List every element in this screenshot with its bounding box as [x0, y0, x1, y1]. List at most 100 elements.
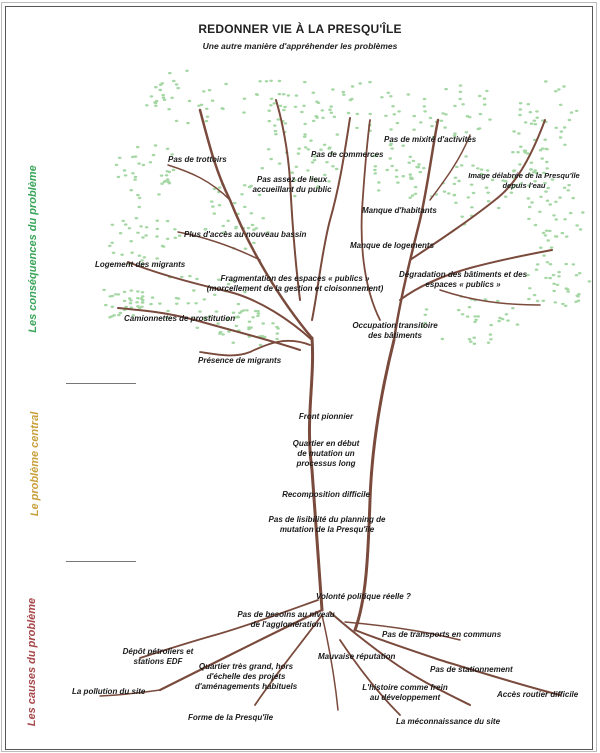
leaf-dot	[129, 299, 133, 302]
leaf-dot	[283, 122, 288, 125]
leaf-dot	[269, 97, 274, 101]
leaf-dot	[564, 287, 569, 290]
leaf-dot	[442, 190, 447, 193]
leaf-dot	[116, 293, 121, 296]
leaf-dot	[158, 88, 163, 92]
leaf-dot	[554, 126, 558, 129]
cause-label: Quartier très grand, hors d'échelle des …	[186, 662, 306, 692]
leaf-dot	[388, 143, 393, 147]
leaf-dot	[407, 161, 412, 164]
leaf-dot	[273, 124, 277, 127]
leaf-dot	[293, 194, 297, 198]
leaf-dot	[546, 239, 550, 242]
leaf-dot	[129, 289, 134, 292]
leaf-dot	[114, 163, 119, 167]
leaf-dot	[224, 82, 228, 86]
leaf-dot	[540, 147, 545, 150]
leaf-dot	[533, 223, 538, 227]
leaf-dot	[127, 297, 132, 300]
leaf-dot	[506, 319, 510, 322]
leaf-dot	[110, 305, 115, 308]
leaf-dot	[133, 178, 137, 181]
leaf-dot	[129, 240, 133, 243]
leaf-dot	[459, 164, 464, 167]
leaf-dot	[229, 279, 234, 282]
leaf-dot	[232, 201, 237, 205]
leaf-dot	[254, 93, 259, 96]
leaf-dot	[216, 322, 220, 325]
leaf-dot	[380, 96, 384, 99]
leaf-dot	[217, 186, 222, 189]
leaf-dot	[453, 132, 457, 135]
leaf-dot	[410, 177, 415, 180]
leaf-dot	[574, 274, 579, 277]
leaf-dot	[236, 316, 241, 319]
leaf-dot	[249, 212, 254, 215]
leaf-dot	[329, 105, 334, 108]
leaf-dot	[165, 170, 170, 173]
leaf-dot	[456, 308, 461, 312]
leaf-dot	[252, 241, 256, 245]
leaf-dot	[358, 82, 363, 85]
leaf-dot	[294, 165, 299, 168]
leaf-dot	[569, 111, 574, 114]
leaf-dot	[141, 299, 145, 302]
leaf-dot	[554, 218, 558, 221]
leaf-dot	[464, 131, 469, 134]
leaf-dot	[411, 159, 416, 163]
leaf-dot	[439, 119, 444, 123]
leaf-dot	[252, 228, 256, 231]
leaf-dot	[322, 143, 327, 146]
leaf-dot	[144, 234, 148, 237]
leaf-dot	[141, 163, 146, 167]
leaf-dot	[204, 119, 209, 123]
leaf-dot	[512, 130, 516, 133]
leaf-dot	[155, 257, 159, 260]
leaf-dot	[236, 302, 241, 306]
leaf-dot	[124, 305, 128, 308]
leaf-dot	[137, 254, 142, 257]
leaf-dot	[535, 263, 540, 266]
leaf-dot	[541, 299, 546, 302]
leaf-dot	[545, 167, 549, 170]
leaf-dot	[395, 121, 400, 125]
leaf-dot	[408, 155, 413, 158]
leaf-dot	[221, 107, 225, 111]
leaf-dot	[533, 169, 537, 172]
leaf-dot	[272, 102, 277, 105]
leaf-dot	[112, 314, 116, 317]
leaf-dot	[227, 330, 231, 333]
leaf-dot	[406, 93, 411, 96]
leaf-dot	[122, 290, 127, 294]
cause-label-text: Quartier très grand, hors d'échelle des …	[194, 662, 298, 691]
leaf-dot	[275, 332, 280, 335]
leaf-dot	[203, 318, 207, 321]
consequence-label: Camionnettes de prostitution	[124, 314, 236, 323]
leaf-dot	[325, 161, 329, 164]
leaf-dot	[293, 179, 297, 182]
leaf-dot	[159, 174, 164, 177]
leaf-dot	[187, 99, 192, 103]
leaf-dot	[458, 84, 463, 87]
leaf-dot	[277, 92, 282, 96]
leaf-dot	[136, 193, 140, 197]
leaf-dot	[198, 310, 202, 313]
leaf-dot	[401, 144, 406, 147]
leaf-dot	[567, 183, 571, 187]
leaf-dot	[141, 236, 145, 239]
leaf-dot	[323, 173, 327, 177]
leaf-dot	[266, 231, 270, 234]
leaf-dot	[529, 122, 534, 125]
consequence-label: Fragmentation des espaces « publics » (m…	[200, 274, 390, 294]
leaf-dot	[262, 335, 267, 339]
leaf-dot	[567, 118, 572, 122]
leaf-dot	[264, 80, 269, 83]
leaf-dot	[247, 326, 251, 329]
leaf-dot	[122, 299, 127, 303]
leaf-dot	[571, 263, 576, 266]
leaf-dot	[510, 186, 515, 190]
leaf-dot	[222, 231, 226, 234]
leaf-dot	[566, 189, 570, 192]
leaf-dot	[210, 200, 214, 203]
leaf-dot	[269, 157, 274, 161]
